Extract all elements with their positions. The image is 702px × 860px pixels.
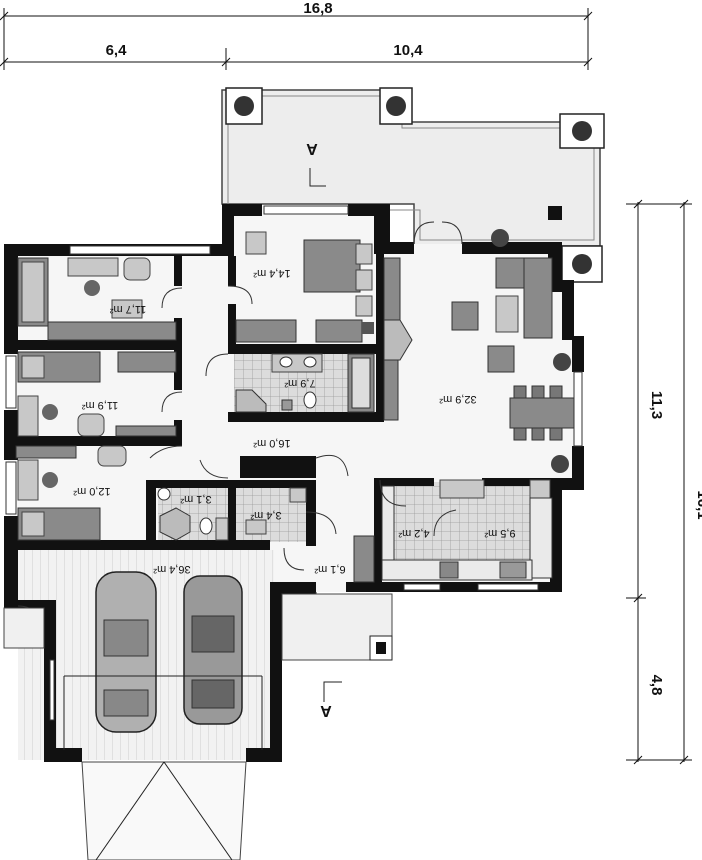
coffee-table xyxy=(495,295,519,333)
room-area-label: 6,1 m² xyxy=(314,563,346,575)
room-area-label: 11,9 m² xyxy=(81,399,118,411)
plant-icon xyxy=(553,353,571,371)
bedroom-top-furniture xyxy=(235,231,374,343)
room-area-label: 14,4 m² xyxy=(253,267,291,279)
hall-bench xyxy=(240,456,316,478)
room-area-label: 11,7 m² xyxy=(109,303,146,315)
chair-icon xyxy=(245,231,267,255)
left-width-label: 6,4 xyxy=(106,42,128,59)
right-total-height-label: 16,1 xyxy=(694,490,702,519)
dimension-right: 11,3 4,8 16,1 xyxy=(626,199,702,765)
garage-cars xyxy=(63,571,263,750)
living-furniture xyxy=(383,221,575,473)
plant-icon xyxy=(491,229,509,247)
plant-icon xyxy=(234,96,254,116)
right-lower-height-label: 4,8 xyxy=(648,675,665,696)
bathroom-fixtures xyxy=(235,353,375,413)
room-area-label: 12,0 m² xyxy=(73,485,111,497)
shower xyxy=(235,389,267,413)
wc-fixtures xyxy=(157,487,307,541)
total-width-label: 16,8 xyxy=(303,0,332,17)
right-upper-height-label: 11,3 xyxy=(648,391,665,419)
plant-icon xyxy=(386,96,406,116)
armchair xyxy=(487,345,515,373)
plant-icon xyxy=(551,455,569,473)
main-floor: A xyxy=(3,204,584,860)
room-area-label: 3,4 m² xyxy=(250,509,282,521)
bedroom-middle-furniture xyxy=(17,351,177,437)
room-area-label: 4,2 m² xyxy=(398,527,430,539)
dining-table xyxy=(509,397,575,429)
porch-column xyxy=(376,642,386,654)
room-labels: 14,4 m² 11,7 m² 11,9 m² 12,0 m² 7,9 m² 1… xyxy=(73,267,516,575)
bedroom-bottom-furniture xyxy=(15,445,127,541)
plant-icon xyxy=(572,254,592,274)
room-area-label: 36,4 m² xyxy=(153,563,191,575)
plant-icon xyxy=(572,121,592,141)
terrace-column xyxy=(548,206,562,220)
double-bed xyxy=(303,239,361,293)
section-marker-top: A xyxy=(306,140,318,157)
room-area-label: 9,5 m² xyxy=(484,527,516,539)
armchair xyxy=(451,301,479,331)
right-width-label: 10,4 xyxy=(393,42,423,59)
terrace-top: A xyxy=(221,87,605,283)
kitchen-fixtures xyxy=(353,479,553,583)
room-area-label: 16,0 m² xyxy=(253,437,291,449)
room-area-label: 32,9 m² xyxy=(439,393,477,405)
room-area-label: 3,1 m² xyxy=(180,493,212,505)
dimension-top: 16,8 6,4 10,4 xyxy=(0,0,593,70)
section-marker-bottom: A xyxy=(320,702,332,719)
study-furniture xyxy=(17,257,177,341)
room-area-label: 7,9 m² xyxy=(284,377,316,389)
